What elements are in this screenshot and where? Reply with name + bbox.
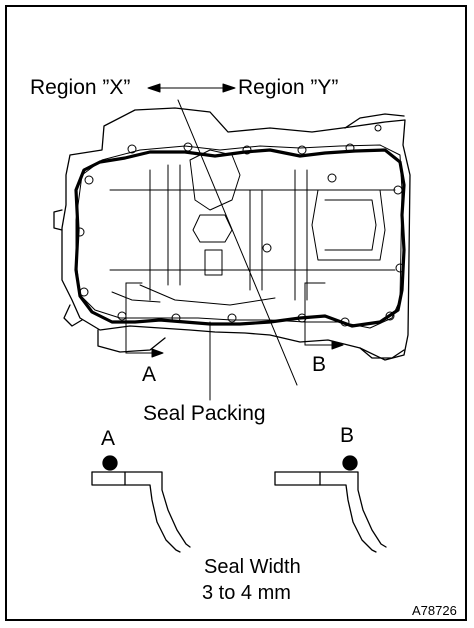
section-cut-a: [125, 282, 164, 358]
callout-a-label: A: [142, 363, 157, 386]
seal-packing-bead: [74, 148, 406, 328]
oil-pan-housing: [53, 107, 411, 361]
figure-border: [5, 5, 467, 621]
seal-packing-label: Seal Packing: [143, 402, 266, 425]
bolt-holes: [75, 142, 405, 327]
cross-section-a: [91, 455, 191, 553]
internal-ribs: [109, 149, 396, 306]
region-divider: [147, 83, 298, 386]
cross-section-b: [274, 455, 387, 553]
seal-width-label: Seal Width: [204, 556, 301, 578]
section-a-label: A: [101, 427, 116, 450]
seal-width-value: 3 to 4 mm: [202, 582, 291, 604]
section-b-label: B: [340, 424, 355, 447]
region-x-label: Region ”X”: [30, 76, 131, 99]
figure-id: A78726: [412, 603, 457, 618]
callout-b-label: B: [312, 353, 327, 376]
region-y-label: Region ”Y”: [238, 76, 339, 99]
section-cut-b: [304, 282, 344, 350]
